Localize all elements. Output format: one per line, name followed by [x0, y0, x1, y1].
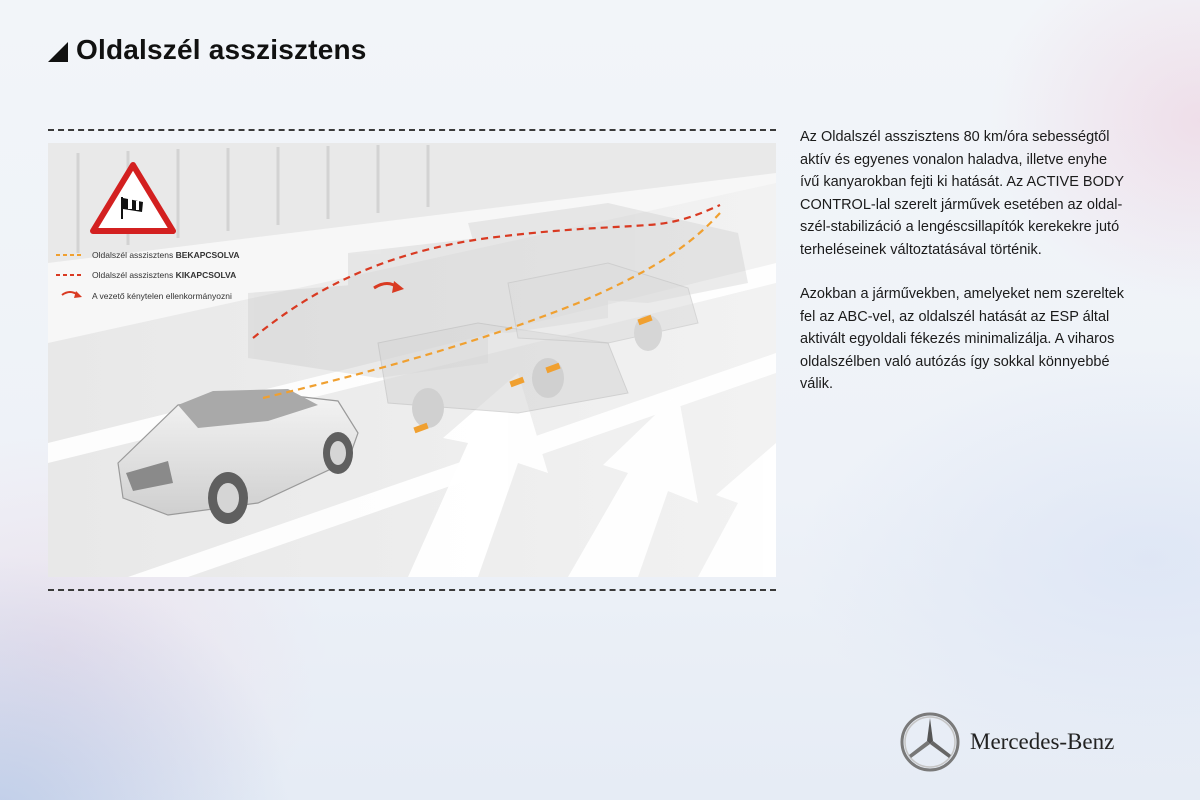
barrier — [48, 143, 776, 263]
brand-logo: Mercedes-Benz — [900, 712, 1114, 772]
ghost-car-mid — [377, 322, 629, 428]
description: Az Oldalszél asszisztens 80 km/óra sebes… — [800, 126, 1130, 418]
path-assist-on — [262, 212, 721, 400]
page-title: Oldalszél asszisztens — [76, 34, 367, 65]
path-assist-off — [252, 203, 721, 339]
legend: Oldalszél asszisztens BEKAPCSOLVA Oldals… — [56, 250, 240, 301]
brake-marks — [413, 314, 653, 434]
legend-item-steer: A vezető kénytelen ellenkormányozni — [92, 291, 232, 301]
wind-arrows — [408, 373, 776, 577]
divider-bottom — [48, 589, 776, 591]
paragraph-2: Azokban a járművekben, amelyeket nem sze… — [800, 286, 1124, 392]
title-triangle-icon — [48, 41, 68, 62]
header: Oldalszél asszisztens — [48, 34, 367, 66]
divider-top — [48, 129, 776, 131]
mercedes-star-icon — [900, 712, 960, 772]
brand-name: Mercedes-Benz — [970, 729, 1115, 754]
paragraph-1: Az Oldalszél asszisztens 80 km/óra sebes… — [800, 129, 1124, 258]
legend-item-on: Oldalszél asszisztens BEKAPCSOLVA — [92, 250, 240, 260]
crosswind-illustration: Oldalszél asszisztens BEKAPCSOLVA Oldals… — [48, 143, 776, 577]
windsock-warning-icon — [90, 162, 176, 234]
main-car — [117, 389, 359, 524]
legend-item-off: Oldalszél asszisztens KIKAPCSOLVA — [92, 270, 236, 280]
